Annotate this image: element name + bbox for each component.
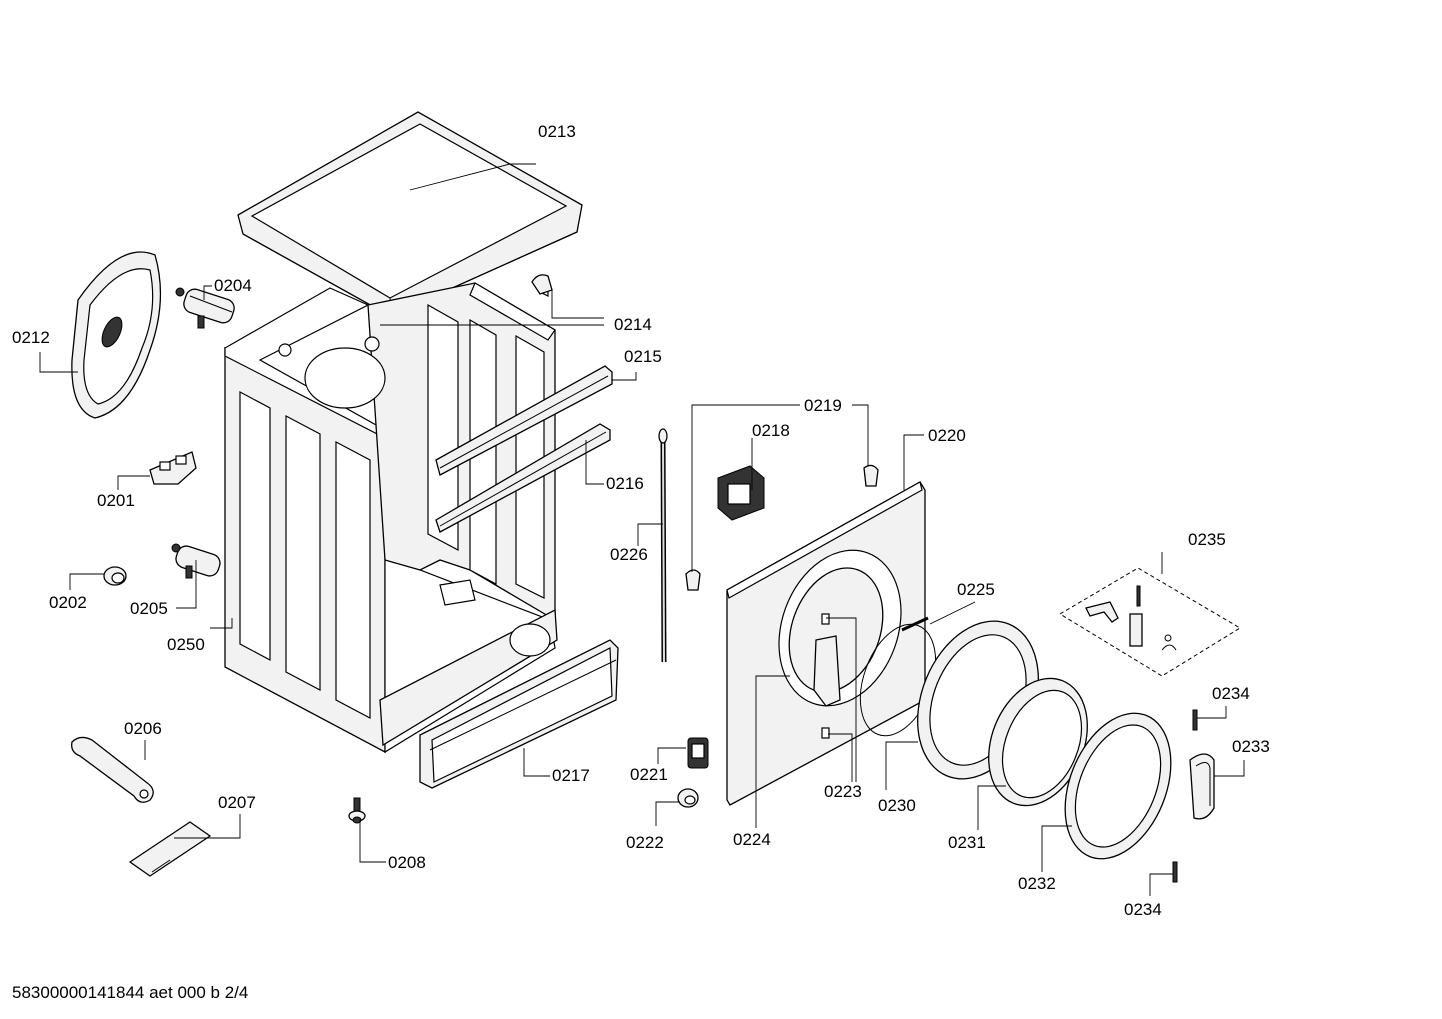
label-0222: 0222 bbox=[626, 833, 664, 852]
part-0222-bush bbox=[677, 788, 699, 808]
part-0208-screw bbox=[348, 797, 366, 824]
footer-document-code: 58300000141844 aet 000 b 2/4 bbox=[12, 983, 248, 1002]
label-0235: 0235 bbox=[1188, 530, 1226, 549]
part-cabinet bbox=[224, 282, 558, 754]
part-0202-foot bbox=[103, 566, 127, 586]
label-0218: 0218 bbox=[752, 421, 790, 440]
part-0221-catch bbox=[687, 737, 709, 769]
part-hinge-kit bbox=[1059, 567, 1241, 677]
part-front-panel bbox=[726, 481, 926, 806]
label-0225: 0225 bbox=[957, 580, 995, 599]
label-0201: 0201 bbox=[97, 491, 135, 510]
leader-lines bbox=[39, 163, 1245, 896]
label-0233: 0233 bbox=[1232, 737, 1270, 756]
part-rails bbox=[435, 365, 613, 533]
label-0214: 0214 bbox=[614, 315, 652, 334]
label-0224: 0224 bbox=[733, 830, 771, 849]
part-0226-rod bbox=[658, 428, 668, 663]
part-door-glass bbox=[988, 677, 1088, 807]
part-pins bbox=[1172, 709, 1198, 883]
label-0216: 0216 bbox=[606, 474, 644, 493]
part-plinth bbox=[419, 639, 619, 789]
label-0217: 0217 bbox=[552, 766, 590, 785]
part-0214-clip bbox=[531, 274, 553, 295]
label-0204: 0204 bbox=[214, 276, 252, 295]
part-0205-clamp bbox=[171, 543, 221, 579]
part-0207-plate bbox=[128, 821, 212, 877]
label-0208: 0208 bbox=[388, 853, 426, 872]
label-0215: 0215 bbox=[624, 347, 662, 366]
part-0204-clamp bbox=[175, 287, 235, 329]
part-labels: 0213 0204 0212 0214 0215 0219 0218 0220 … bbox=[12, 122, 1270, 919]
part-door-handle bbox=[1189, 753, 1215, 820]
part-0218-lock bbox=[717, 465, 765, 521]
label-0223: 0223 bbox=[824, 782, 862, 801]
label-0234-top: 0234 bbox=[1212, 684, 1250, 703]
label-0226: 0226 bbox=[610, 545, 648, 564]
label-0250: 0250 bbox=[167, 635, 205, 654]
label-0205: 0205 bbox=[130, 599, 168, 618]
label-0231: 0231 bbox=[948, 833, 986, 852]
label-0207: 0207 bbox=[218, 793, 256, 812]
label-0230: 0230 bbox=[878, 796, 916, 815]
label-0213: 0213 bbox=[538, 122, 576, 141]
label-0206: 0206 bbox=[124, 719, 162, 738]
label-0220: 0220 bbox=[928, 426, 966, 445]
label-0202: 0202 bbox=[49, 593, 87, 612]
part-0206-wrench bbox=[71, 736, 154, 803]
label-0221: 0221 bbox=[630, 765, 668, 784]
label-0232: 0232 bbox=[1018, 874, 1056, 893]
part-door-outer-ring bbox=[1064, 712, 1172, 860]
label-0212: 0212 bbox=[12, 328, 50, 347]
label-0234-bottom: 0234 bbox=[1124, 900, 1162, 919]
part-0201-bracket bbox=[149, 451, 197, 485]
part-rear-cover bbox=[71, 251, 162, 419]
part-0219-hinge bbox=[685, 464, 879, 591]
label-0219: 0219 bbox=[804, 396, 842, 415]
part-top-cover bbox=[237, 111, 583, 317]
